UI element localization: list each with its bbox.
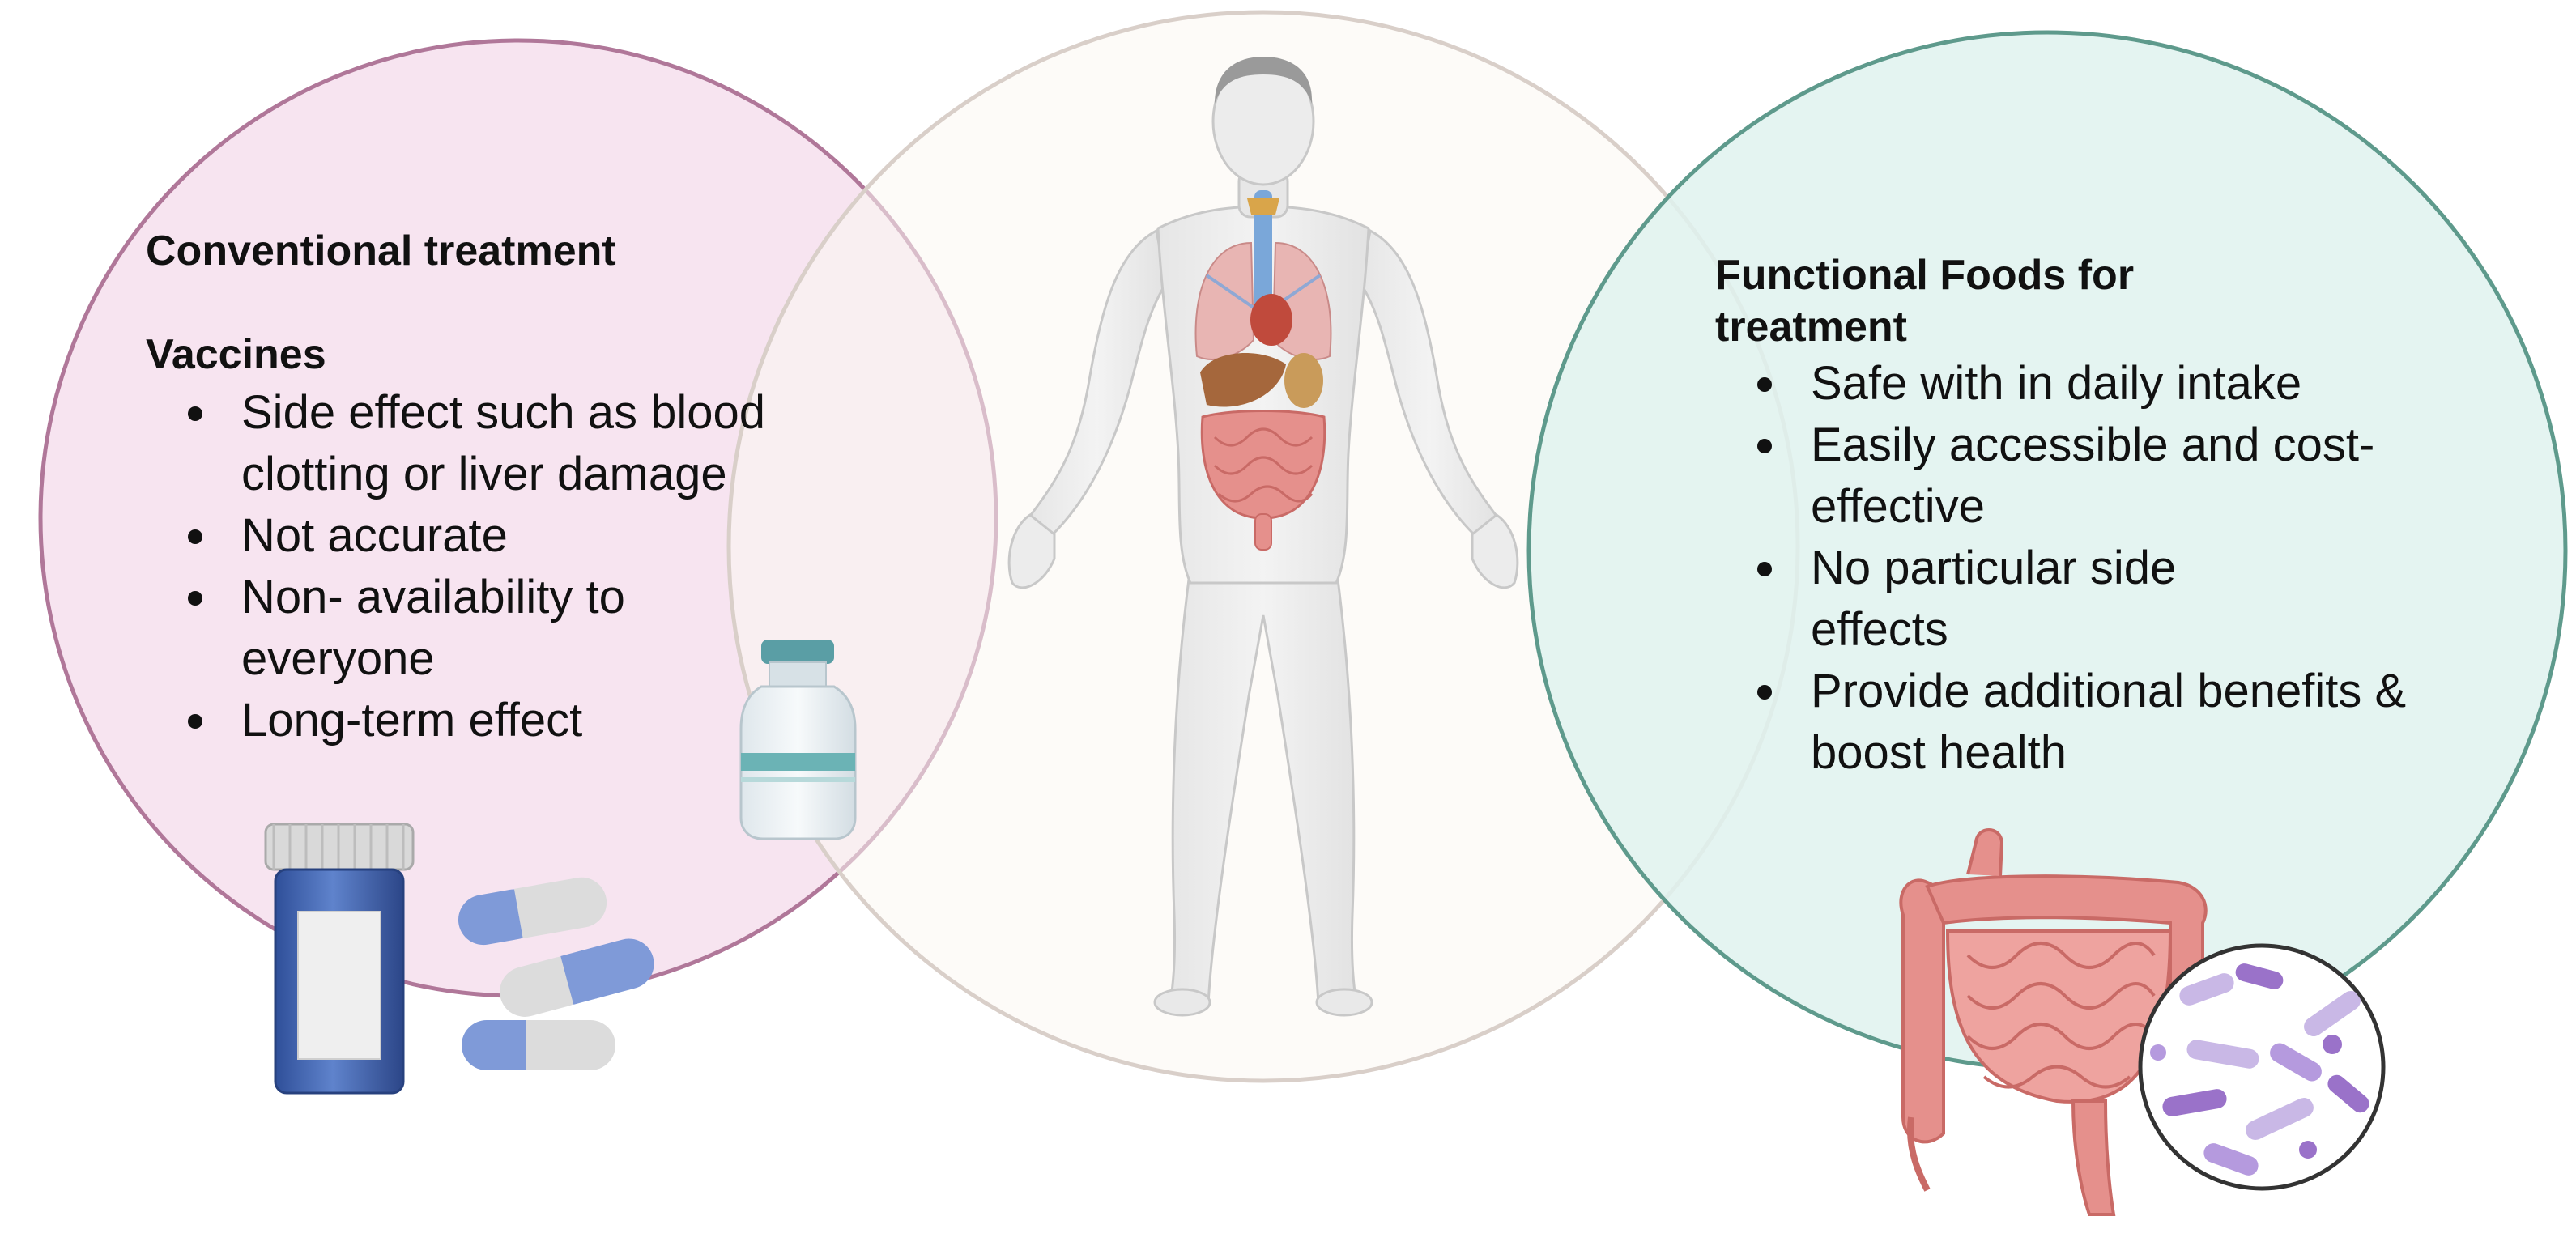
right-bullet-item: Easily accessible and cost-effective [1743,415,2426,538]
right-bullet-item: Provide additional benefits & boost heal… [1743,661,2459,784]
conventional-treatment-panel: Conventional treatment Vaccines Side eff… [146,225,923,751]
right-title: Functional Foods for treatment [1715,252,2135,351]
left-bullet-item: Long-term effect [173,690,923,751]
left-bullet-list: Side effect such as blood clotting or li… [146,382,923,751]
right-bullet-item: Safe with in daily intake [1743,353,2525,415]
left-subtitle: Vaccines [146,331,326,378]
pill-bottle-icon [264,823,415,1095]
right-bullet-list: Safe with in daily intake Easily accessi… [1715,353,2525,784]
human-body-icon [1007,57,1519,1017]
left-bullet-item: Non- availability to everyone [173,567,760,690]
left-title: Conventional treatment [146,228,616,274]
left-bullet-item: Not accurate [173,505,923,567]
left-bullet-item: Side effect such as blood clotting or li… [173,382,923,505]
right-bullet-item: No particular side effects [1743,538,2264,661]
bacteria-icon [2138,943,2386,1191]
vaccine-vial-icon [739,640,857,840]
functional-foods-panel: Functional Foods for treatment Safe with… [1715,249,2525,784]
capsule-icon [458,877,654,1070]
